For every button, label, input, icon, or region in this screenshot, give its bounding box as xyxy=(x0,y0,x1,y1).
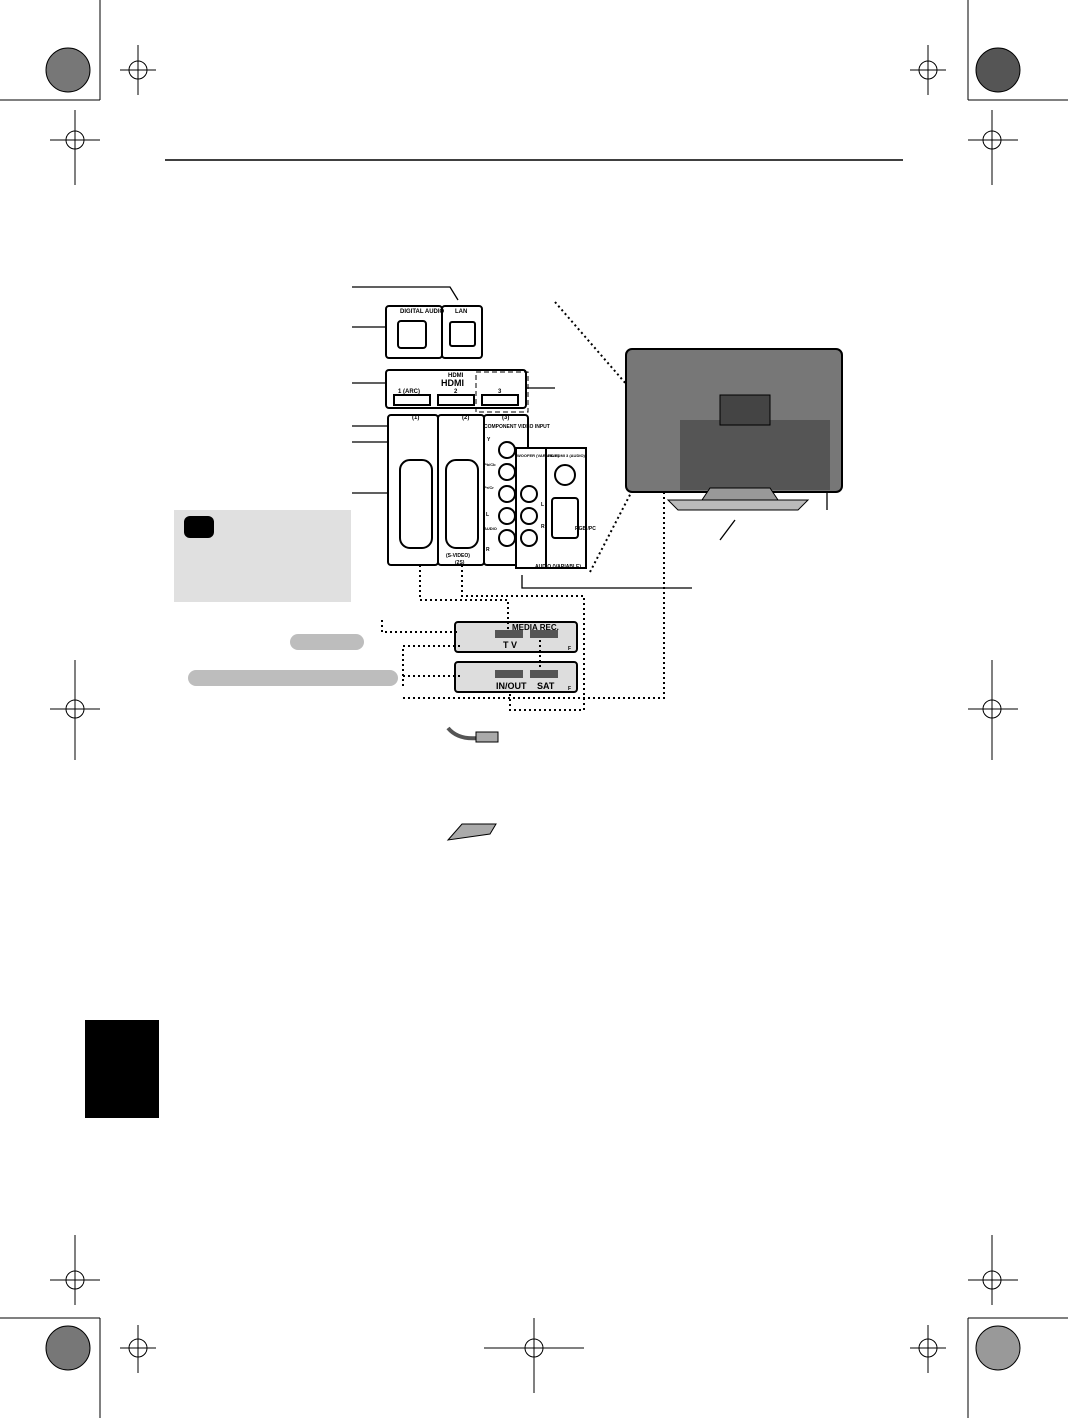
component-label: COMPONENT VIDEO INPUT xyxy=(484,424,550,430)
stb-inout-label: IN/OUT xyxy=(496,681,527,691)
svideo-label: (S-VIDEO) xyxy=(446,553,470,559)
woofer-label: WOOFER (VARIABLE) xyxy=(517,453,560,458)
recorder-tv-label: T V xyxy=(503,640,517,650)
audio-variable-label: AUDIO (VARIABLE) xyxy=(535,564,581,570)
rf-cable-icon xyxy=(446,726,479,741)
r-label: R xyxy=(486,547,490,553)
stb-sat-label: SAT xyxy=(537,681,555,691)
scart1-label: (1) xyxy=(412,415,419,421)
recorder-f-label: F xyxy=(568,646,571,652)
pc-audio-label: PC/HDMI 3 (AUDIO) xyxy=(548,453,586,458)
hdmi-logo: HDMI xyxy=(441,378,464,388)
pr-label: Pr/Cr xyxy=(484,485,494,490)
scart2-label: (2) xyxy=(462,415,469,421)
pill-label-2 xyxy=(188,670,398,686)
audio-label: AUDIO xyxy=(484,526,497,531)
hdmi-port-1: 1 (ARC) xyxy=(398,389,420,395)
rgb-pc-label: RGB /PC xyxy=(575,526,596,532)
hdmi-heading: HDMI xyxy=(448,373,464,379)
r2-label: R xyxy=(541,524,545,530)
hdmi-port-2: 2 xyxy=(454,389,458,395)
input3-label: (3) xyxy=(502,415,509,421)
l2-label: L xyxy=(541,502,544,508)
note-hand-icon xyxy=(184,516,214,538)
digital-audio-label: DIGITAL AUDIO xyxy=(400,309,445,315)
stb-f-label: F xyxy=(568,686,571,692)
scart-cable-icon xyxy=(446,823,497,841)
side-tab xyxy=(85,1020,159,1118)
lan-label: LAN xyxy=(455,309,467,315)
l-label: L xyxy=(486,512,489,518)
y-label: Y xyxy=(487,437,491,443)
tv-stand xyxy=(666,499,810,511)
pill-label-1 xyxy=(290,634,364,650)
input2s-label: (2S) xyxy=(455,560,465,566)
hdmi-port-3: 3 xyxy=(498,389,502,395)
pb-label: Pb/Cb xyxy=(484,462,496,467)
recorder-label: MEDIA REC. xyxy=(512,623,559,632)
